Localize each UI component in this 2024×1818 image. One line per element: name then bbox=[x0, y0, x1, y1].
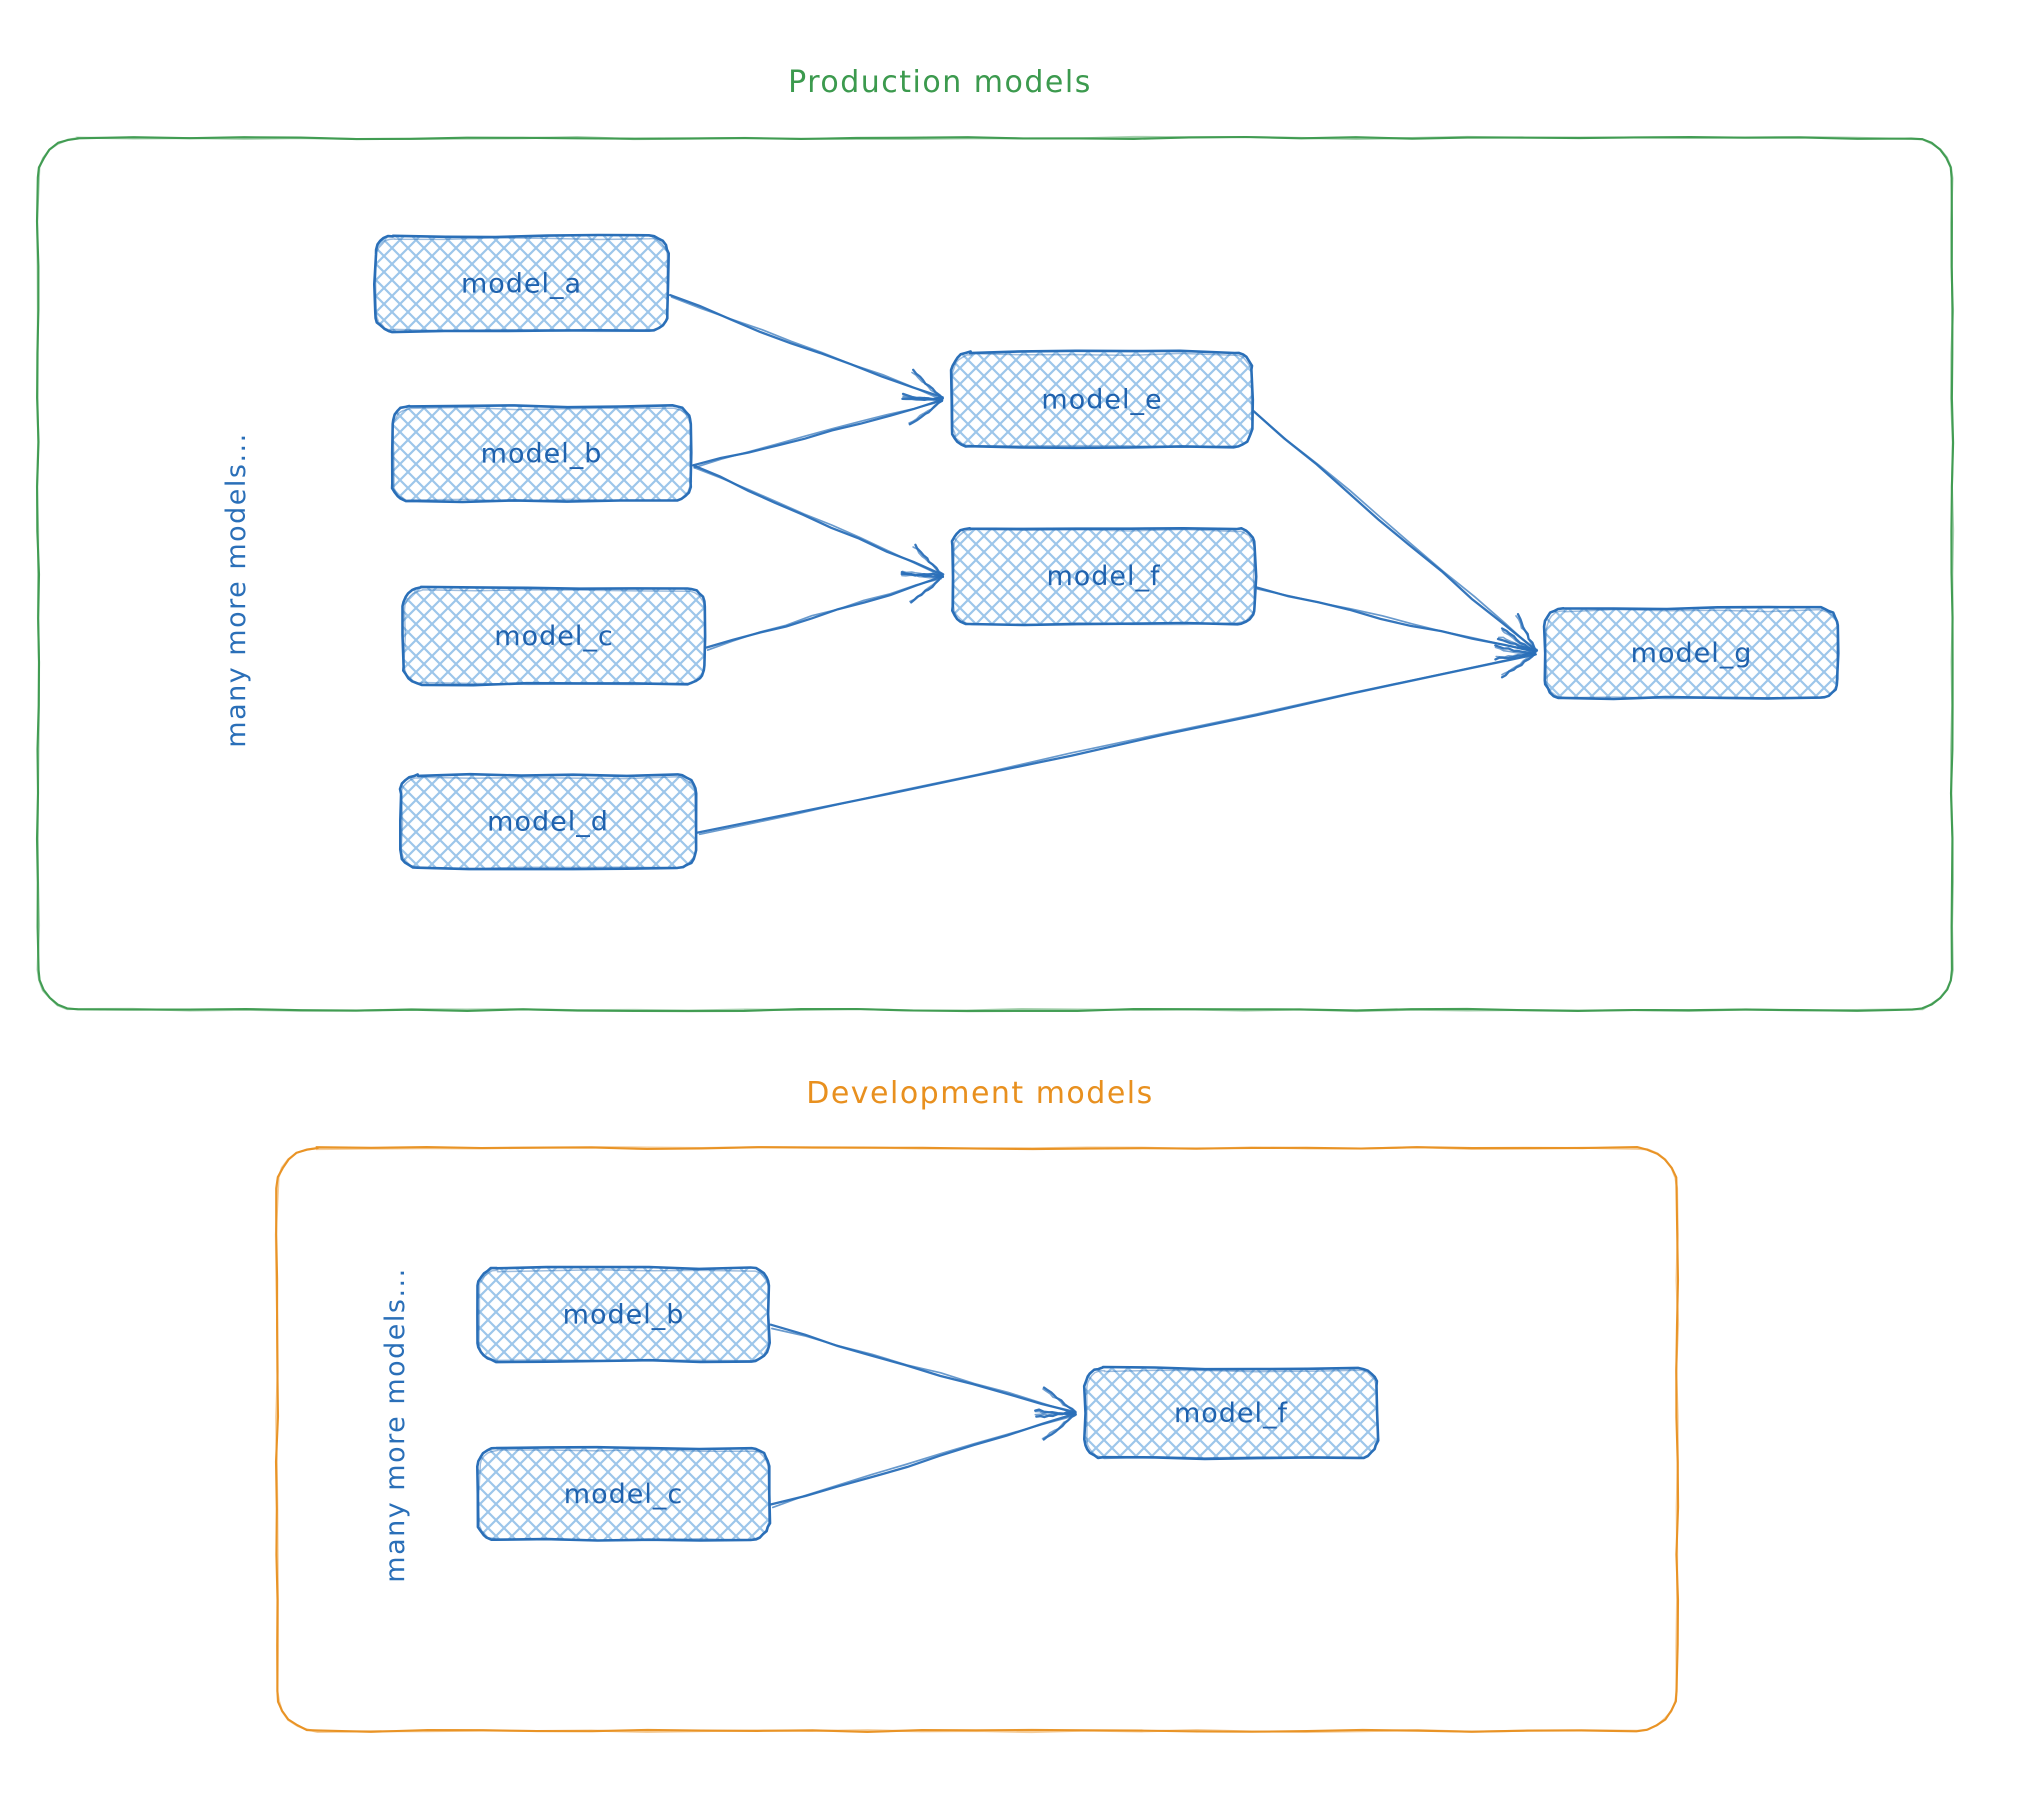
node-border-sketch bbox=[1086, 1369, 1379, 1460]
node-border bbox=[476, 1265, 771, 1364]
node-label: model_d bbox=[487, 807, 609, 838]
node-border-sketch bbox=[1544, 608, 1839, 700]
edge-dev_model_b-to-dev_model_f bbox=[769, 1323, 1077, 1419]
group-container-development bbox=[274, 1145, 1680, 1734]
node-label: model_c bbox=[564, 1479, 683, 1510]
node-prod_model_a[interactable]: model_a bbox=[373, 233, 670, 334]
node-label: model_a bbox=[461, 269, 582, 300]
edge-prod_model_d-to-prod_model_g bbox=[696, 644, 1537, 836]
edge-prod_model_b-to-prod_model_e bbox=[691, 392, 944, 469]
edge-prod_model_b-to-prod_model_f bbox=[692, 464, 945, 577]
node-border bbox=[373, 233, 670, 334]
node-border-sketch bbox=[477, 1448, 770, 1541]
edge-prod_model_c-to-prod_model_f bbox=[705, 571, 945, 651]
nodes-layer: model_amodel_bmodel_emodel_cmodel_fmodel… bbox=[373, 233, 1840, 1542]
node-prod_model_b[interactable]: model_b bbox=[390, 404, 693, 504]
node-hatch-fill bbox=[402, 586, 706, 686]
node-prod_model_e[interactable]: model_e bbox=[949, 349, 1255, 450]
node-border bbox=[398, 772, 698, 871]
group-border-production bbox=[35, 135, 1955, 1013]
node-border-sketch bbox=[392, 406, 693, 502]
node-hatch-fill bbox=[392, 405, 692, 502]
node-label: model_b bbox=[563, 1300, 685, 1331]
group-container-production bbox=[35, 135, 1955, 1013]
node-border bbox=[1542, 605, 1840, 701]
node-prod_model_g[interactable]: model_g bbox=[1542, 605, 1840, 701]
node-hatch-fill bbox=[951, 350, 1253, 448]
node-border-sketch bbox=[403, 588, 707, 686]
node-prod_model_f[interactable]: model_f bbox=[950, 527, 1258, 627]
node-border bbox=[390, 404, 693, 504]
node-hatch-fill bbox=[1084, 1367, 1379, 1459]
arrowhead-icon bbox=[1494, 646, 1537, 676]
node-dev_model_f[interactable]: model_f bbox=[1082, 1365, 1380, 1461]
node-label: model_c bbox=[494, 621, 613, 652]
node-border-sketch bbox=[374, 237, 669, 333]
edge-prod_model_e-to-prod_model_g bbox=[1252, 409, 1539, 652]
node-hatch-fill bbox=[400, 774, 697, 870]
node-label: model_b bbox=[481, 439, 603, 470]
node-border bbox=[476, 1445, 772, 1542]
arrowhead-icon bbox=[1034, 1410, 1077, 1440]
node-hatch-fill bbox=[952, 528, 1257, 625]
group-border-development bbox=[274, 1145, 1680, 1734]
arrowhead-icon bbox=[901, 574, 943, 603]
node-border-sketch bbox=[478, 1268, 770, 1362]
node-prod_model_d[interactable]: model_d bbox=[398, 772, 698, 871]
node-label: model_g bbox=[1631, 638, 1753, 669]
group-title-development: Development models bbox=[806, 1076, 1154, 1111]
node-hatch-fill bbox=[374, 235, 669, 333]
edge-prod_model_a-to-prod_model_e bbox=[668, 293, 944, 401]
node-hatch-fill bbox=[477, 1267, 770, 1363]
node-border bbox=[401, 585, 707, 687]
node-prod_model_c[interactable]: model_c bbox=[401, 585, 707, 687]
node-border bbox=[950, 527, 1258, 627]
node-border bbox=[1082, 1365, 1380, 1461]
side-note-development: many more models... bbox=[380, 1267, 411, 1582]
node-border bbox=[949, 349, 1255, 450]
node-border-sketch bbox=[400, 776, 698, 870]
arrowhead-icon bbox=[901, 546, 943, 576]
node-label: model_f bbox=[1046, 561, 1161, 592]
edge-dev_model_c-to-dev_model_f bbox=[769, 1408, 1077, 1509]
node-border-sketch bbox=[952, 528, 1256, 626]
side-note-production: many more models... bbox=[221, 432, 252, 747]
group-containers-layer bbox=[35, 135, 1955, 1734]
node-label: model_f bbox=[1174, 1398, 1289, 1429]
group-border-development bbox=[274, 1145, 1680, 1733]
node-dev_model_c[interactable]: model_c bbox=[476, 1445, 772, 1542]
node-label: model_e bbox=[1041, 385, 1162, 416]
node-border-sketch bbox=[951, 352, 1253, 448]
group-border-production bbox=[35, 135, 1955, 1013]
node-hatch-fill bbox=[477, 1447, 770, 1541]
group-title-production: Production models bbox=[788, 65, 1092, 100]
node-dev_model_b[interactable]: model_b bbox=[476, 1265, 771, 1364]
edges-layer bbox=[668, 293, 1539, 1509]
text-layer: Production models many more models... Deve… bbox=[221, 65, 1154, 1583]
arrowhead-icon bbox=[902, 395, 944, 424]
edge-prod_model_f-to-prod_model_g bbox=[1255, 586, 1537, 661]
node-hatch-fill bbox=[1544, 607, 1839, 699]
